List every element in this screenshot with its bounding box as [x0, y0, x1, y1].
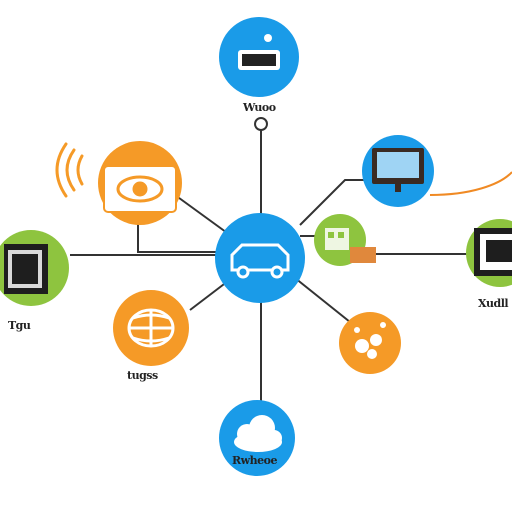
fruit-node[interactable]	[339, 312, 401, 374]
server-icon	[4, 244, 48, 294]
right-server-label: Xudll	[478, 297, 509, 310]
cloud-node[interactable]	[219, 400, 295, 476]
left-server-label: Tgu	[8, 319, 31, 332]
left-server-node[interactable]	[0, 230, 69, 306]
wifi-icon	[55, 142, 84, 198]
connector-fruit	[294, 277, 351, 323]
monitor-icon	[372, 148, 424, 192]
car-icon	[230, 243, 290, 279]
accent-curve	[429, 171, 512, 196]
small-green-node[interactable]	[314, 214, 376, 266]
cloud-icon	[234, 415, 282, 452]
hub-node[interactable]	[215, 213, 305, 303]
globe-label: tugss	[127, 369, 158, 382]
building-icon	[325, 228, 376, 263]
right-server-node[interactable]	[466, 219, 512, 287]
connector-camera-diag	[174, 194, 231, 236]
connector-top-joint	[254, 117, 268, 131]
top-node-label: Wuoo	[243, 101, 276, 114]
monitor-node[interactable]	[362, 135, 434, 207]
cloud-label: Rwheoe	[232, 454, 277, 467]
fruit-icon	[354, 322, 386, 359]
globe-icon	[127, 308, 175, 348]
server-icon	[474, 228, 512, 276]
device-icon	[238, 34, 280, 70]
camera-node[interactable]	[55, 141, 182, 225]
connector-camera	[137, 215, 218, 253]
top-node[interactable]	[219, 17, 299, 97]
eye-icon	[116, 175, 164, 203]
globe-node[interactable]	[113, 290, 189, 366]
